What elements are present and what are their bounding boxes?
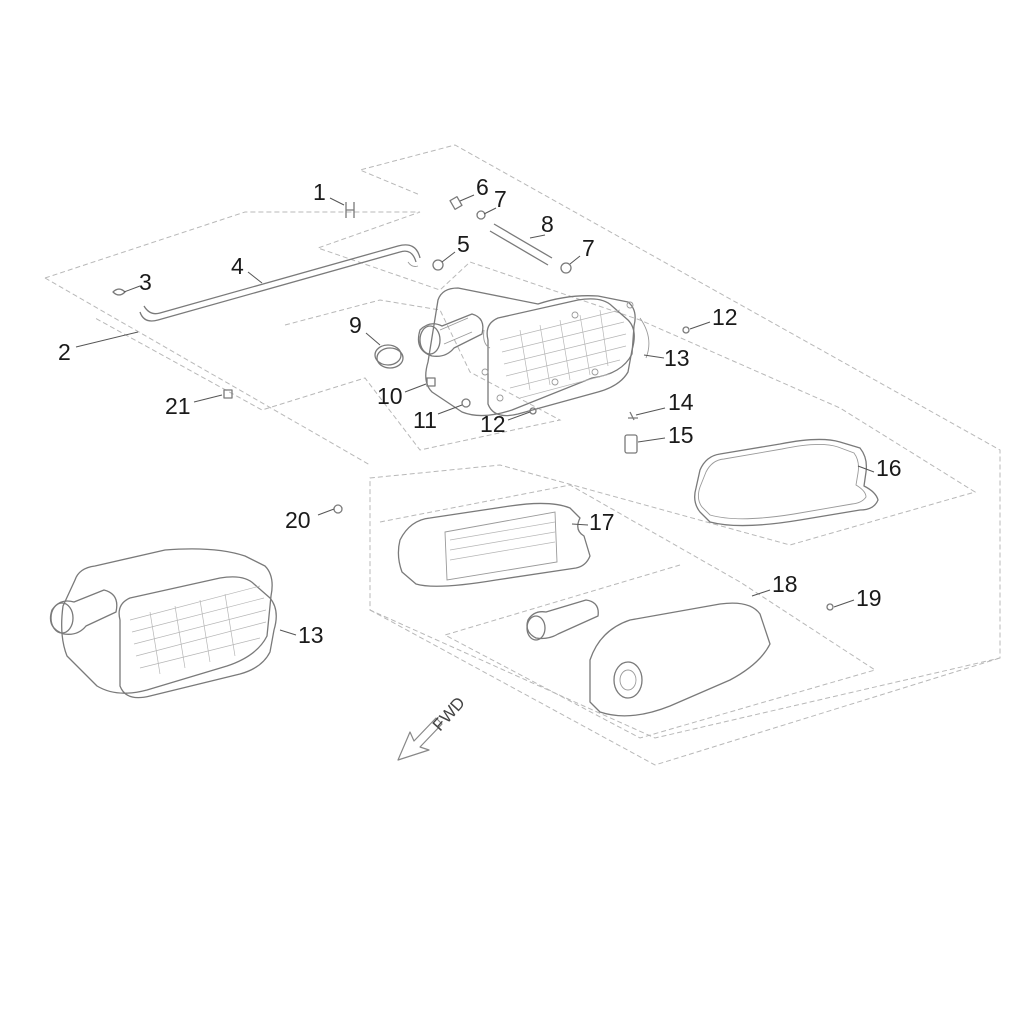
frame-left-box (94, 299, 562, 451)
part-12-screw-upper (682, 326, 690, 334)
callout-20: 20 (285, 507, 311, 533)
callout-5: 5 (457, 231, 470, 257)
frame-outer-bottom (44, 277, 371, 466)
part-9-clamp-band (374, 344, 404, 369)
callout-13-lower: 13 (298, 622, 324, 648)
callout-7-upper: 7 (494, 186, 507, 212)
part-5-clamp (432, 259, 444, 271)
callout-1: 1 (313, 179, 326, 205)
part-4-breather-hose (139, 244, 421, 322)
group-frames (44, 144, 1001, 766)
part-13-airbox-upper (417, 287, 650, 417)
part-1-clip (345, 202, 355, 218)
part-17-air-filter (397, 502, 591, 587)
callout-labels: 1 2 3 4 5 6 7 7 8 9 10 11 12 12 13 13 14… (58, 174, 902, 648)
part-19-screw (826, 603, 834, 611)
part-7-clamp-upper (476, 210, 486, 220)
part-10-bolt (426, 377, 436, 387)
fwd-label: FWD (429, 693, 469, 734)
part-20-nut (333, 504, 343, 514)
part-12-screw-lower (529, 407, 537, 415)
callout-12-lower: 12 (480, 411, 506, 437)
part-13-airbox-lower-left (49, 548, 277, 699)
part-21-bolt (223, 389, 233, 399)
callout-13-upper: 13 (664, 345, 690, 371)
callout-18: 18 (772, 571, 798, 597)
callout-16: 16 (876, 455, 902, 481)
frame-filter-box (379, 484, 877, 739)
part-11-washer (461, 398, 471, 408)
callout-21: 21 (165, 393, 191, 419)
callout-17: 17 (589, 509, 615, 535)
callout-19: 19 (856, 585, 882, 611)
callout-4: 4 (231, 253, 244, 279)
part-14-spring-clip (628, 411, 638, 421)
part-18-airbox-lower (526, 599, 771, 717)
part-6-fitting (449, 196, 463, 210)
part-3-clamp (112, 288, 126, 296)
callout-11: 11 (413, 407, 437, 433)
callout-10: 10 (377, 383, 403, 409)
callout-2: 2 (58, 339, 71, 365)
leader-lines (75, 194, 875, 636)
forward-arrow-icon (397, 717, 443, 761)
forward-direction-indicator: FWD (397, 693, 469, 761)
callout-9: 9 (349, 312, 362, 338)
callout-15: 15 (668, 422, 694, 448)
frame-lower (369, 609, 1001, 766)
callout-7-lower: 7 (582, 235, 595, 261)
callout-14: 14 (668, 389, 694, 415)
part-15-drain-plug (624, 434, 638, 454)
part-16-gasket (694, 438, 879, 527)
callout-12-upper: 12 (712, 304, 738, 330)
callout-3: 3 (139, 269, 152, 295)
part-8-hose (489, 223, 553, 266)
part-7-clamp-lower (560, 262, 572, 274)
callout-8: 8 (541, 211, 554, 237)
callout-6: 6 (476, 174, 489, 200)
frame-main (44, 144, 1001, 739)
